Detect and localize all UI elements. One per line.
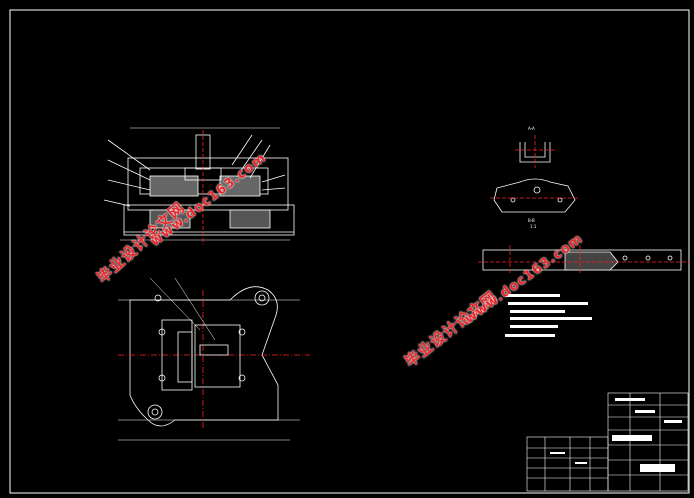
technical-notes [505, 294, 592, 337]
sheet-border [9, 9, 690, 494]
assembly-section-view [103, 127, 295, 245]
title-block [526, 392, 689, 492]
plan-view [118, 277, 310, 441]
section-label-mid: B-B [528, 218, 535, 223]
part-view-plate [490, 178, 580, 213]
part-view-u-channel [515, 135, 555, 168]
strip-layout [478, 245, 690, 275]
section-label-top: A-A [528, 126, 535, 131]
scale-mark: 1:1 [530, 224, 537, 229]
title-block-fill [550, 398, 682, 472]
